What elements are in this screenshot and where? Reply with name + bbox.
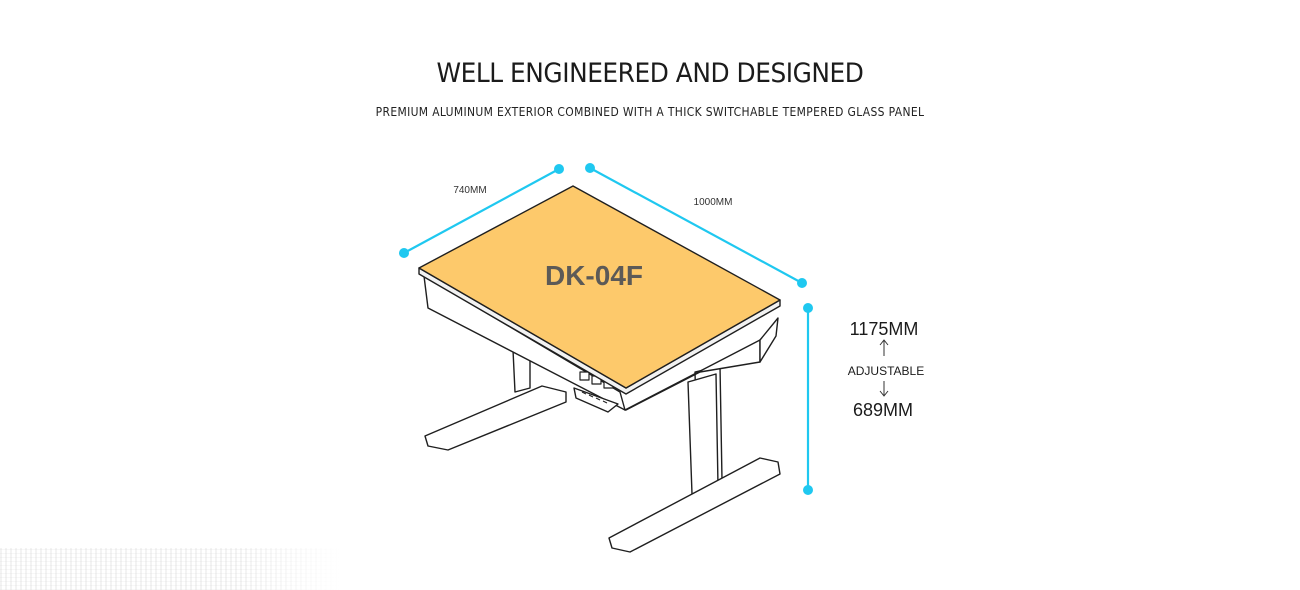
- background-texture: [0, 548, 340, 590]
- right-foot: [608, 457, 781, 553]
- page-title: WELL ENGINEERED AND DESIGNED: [436, 58, 864, 89]
- model-label: DK-04F: [545, 260, 643, 291]
- front-leg: [687, 373, 719, 495]
- arrow-down-icon: [879, 381, 889, 397]
- width-endpoint-end: [797, 278, 807, 288]
- depth-label: 740MM: [453, 185, 486, 196]
- page-subtitle: PREMIUM ALUMINUM EXTERIOR COMBINED WITH …: [375, 104, 925, 119]
- right-apron: [759, 317, 779, 363]
- depth-endpoint-start: [399, 248, 409, 258]
- depth-endpoint-end: [554, 164, 564, 174]
- left-foot: [424, 385, 567, 451]
- height-endpoint-top: [803, 303, 813, 313]
- height-dimension: [803, 303, 813, 495]
- height-max-label: 1175MM: [850, 319, 919, 339]
- arrow-up-icon: [879, 339, 889, 356]
- height-min-label: 689MM: [853, 400, 913, 420]
- width-endpoint-start: [585, 163, 595, 173]
- width-dimension: [585, 163, 807, 288]
- width-label: 1000MM: [694, 197, 733, 208]
- height-endpoint-bottom: [803, 485, 813, 495]
- desk-illustration: [418, 185, 781, 553]
- dimension-lines: [399, 163, 813, 495]
- front-apron: [624, 339, 761, 411]
- depth-dimension: [399, 164, 564, 258]
- adjustable-label: ADJUSTABLE: [848, 364, 924, 378]
- tabletop: [418, 185, 781, 389]
